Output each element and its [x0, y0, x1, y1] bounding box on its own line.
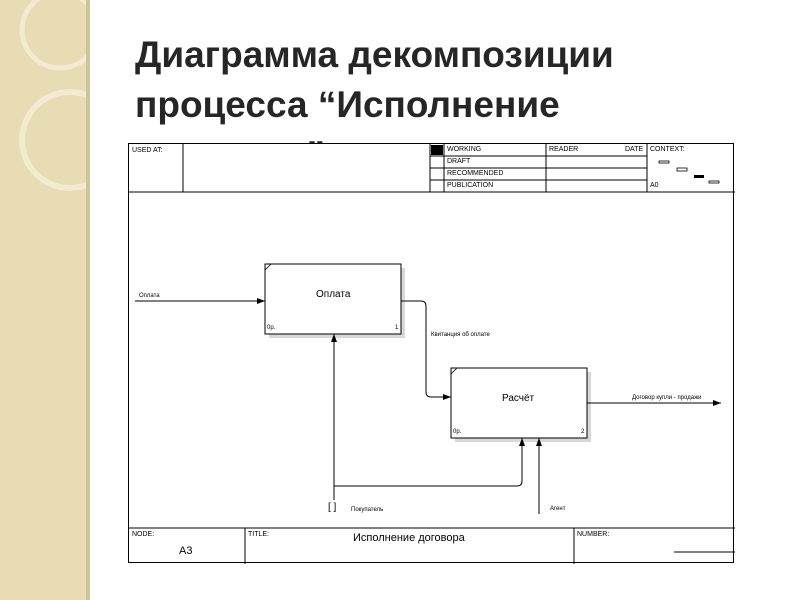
- arrow-label-output: Договор купли - продажи: [632, 395, 702, 401]
- activity-corner-settlement: 0р.: [453, 429, 462, 435]
- diagram-lines: [129, 144, 735, 564]
- arrow-mechanism-buyer-2[interactable]: [334, 438, 525, 487]
- arrow-label-buyer: Покупатель: [351, 507, 384, 513]
- arrow-receipt[interactable]: [401, 300, 451, 400]
- activity-box-settlement[interactable]: [450, 367, 591, 442]
- number-label: NUMBER:: [577, 531, 610, 538]
- reader-label: READER: [549, 146, 579, 153]
- decorative-circles: [19, 0, 90, 191]
- status-recommended: RECOMMENDED: [447, 170, 504, 177]
- activity-number-settlement: 2: [581, 429, 585, 435]
- slide-title-line-2: процесса “Исполнение: [135, 84, 560, 125]
- node-label: NODE:: [132, 531, 155, 538]
- slide-decoration-panel: [0, 0, 90, 600]
- diagram-title: Исполнение договора: [353, 532, 465, 544]
- status-draft: DRAFT: [447, 158, 471, 165]
- date-label: DATE: [625, 146, 644, 153]
- working-checkbox: [431, 145, 443, 155]
- tunnel-marker: [ ]: [328, 502, 337, 513]
- activity-corner-payment: 0р.: [267, 325, 276, 331]
- activity-label-payment: Оплата: [316, 289, 351, 300]
- slide-title: Диаграмма декомпозиции процесса “Исполне…: [135, 30, 755, 180]
- status-publication: PUBLICATION: [447, 182, 494, 189]
- activity-box-payment[interactable]: [264, 263, 405, 338]
- arrow-label-input: Оплата: [139, 293, 160, 299]
- slide-title-line-1: Диаграмма декомпозиции: [135, 34, 614, 75]
- title-label: TITLE:: [248, 531, 270, 538]
- context-node: A0: [650, 182, 659, 189]
- idef0-diagram: USED AT: WORKING DRAFT RECOMMENDED PUBLI…: [128, 143, 735, 564]
- status-working: WORKING: [447, 146, 482, 153]
- context-mini-diagram: [658, 160, 720, 184]
- activity-number-payment: 1: [395, 325, 399, 331]
- used-at-label: USED AT:: [132, 147, 163, 154]
- context-label: CONTEXT:: [650, 146, 685, 153]
- decorative-divider: [86, 0, 90, 600]
- arrow-label-agent: Агент: [550, 506, 566, 512]
- arrow-label-receipt: Квитанция об оплате: [431, 332, 490, 338]
- node-value: A3: [179, 545, 193, 557]
- activity-label-settlement: Расчёт: [502, 393, 535, 404]
